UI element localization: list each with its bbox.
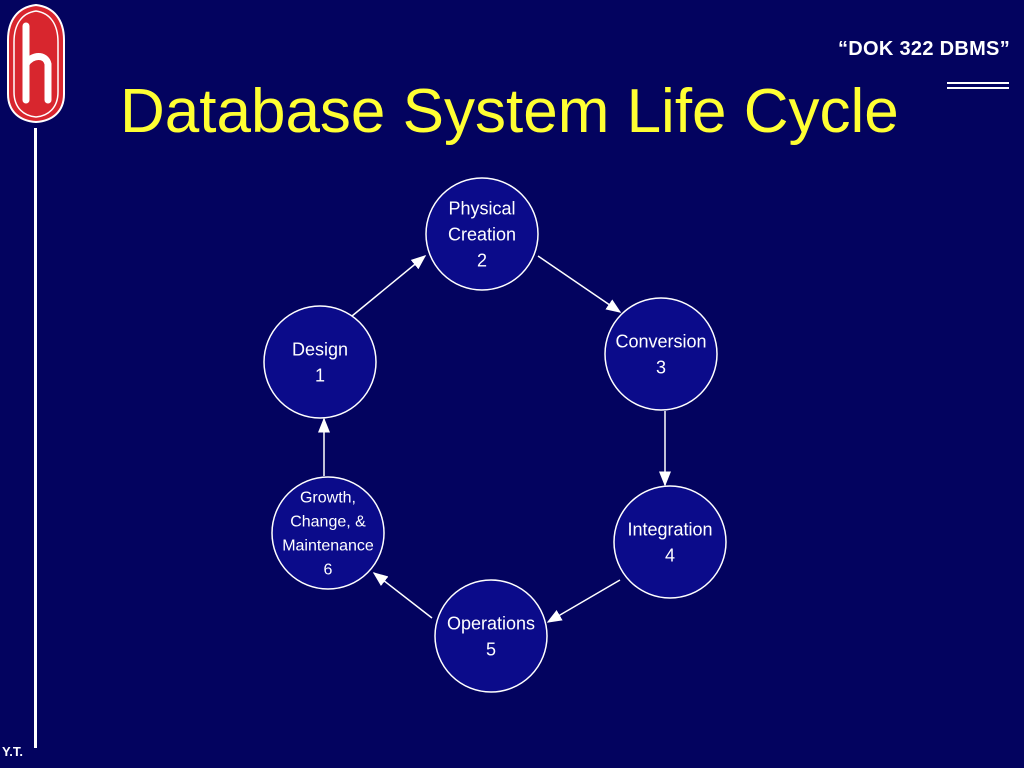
cycle-node-label-line: 2 (477, 250, 487, 270)
cycle-node-label-line: Growth, (300, 490, 356, 507)
cycle-node-circle (271, 476, 385, 590)
left-vertical-rule (34, 128, 37, 748)
cycle-node-label-line: Operations (447, 613, 535, 633)
cycle-node-3: Conversion 3 (604, 297, 718, 411)
cycle-node-4: Integration 4 (613, 485, 727, 599)
cycle-node-label-line: 5 (486, 639, 496, 659)
cycle-node-circle (604, 297, 718, 411)
cycle-node-label-line: Physical (448, 198, 515, 218)
cycle-node-label-line: 1 (315, 365, 325, 385)
slide-title: Database System Life Cycle (120, 77, 899, 146)
cycle-node-circle (263, 305, 377, 419)
cycle-node-label-line: Design (292, 339, 348, 359)
header-double-rule (947, 82, 1009, 90)
cycle-arrow-2 (537, 255, 622, 313)
cycle-node-circle (613, 485, 727, 599)
cycle-node-5: Operations 5 (434, 579, 548, 693)
cycle-arrow-5 (372, 572, 433, 619)
cycle-node-circle (425, 177, 539, 291)
cycle-node-label-line: Creation (448, 224, 516, 244)
cycle-node-label-line: 6 (324, 562, 333, 579)
cycle-arrow-4 (546, 579, 621, 623)
cycle-node-label-line: 4 (665, 545, 675, 565)
cycle-node-label-line: Change, & (290, 514, 366, 531)
cycle-node-label-line: Integration (627, 519, 712, 539)
cycle-node-6: Growth, Change, & Maintenance 6 (271, 476, 385, 590)
footer-initials: Y.T. (2, 744, 23, 759)
cycle-node-1: Design 1 (263, 305, 377, 419)
cycle-node-label-line: 3 (656, 357, 666, 377)
cycle-node-label-line: Maintenance (282, 538, 374, 555)
cycle-node-circle (434, 579, 548, 693)
course-label: “DOK 322 DBMS” (837, 38, 1010, 60)
university-logo-icon (7, 3, 65, 124)
cycle-arrow-1 (351, 255, 427, 317)
cycle-node-label-line: Conversion (615, 331, 706, 351)
